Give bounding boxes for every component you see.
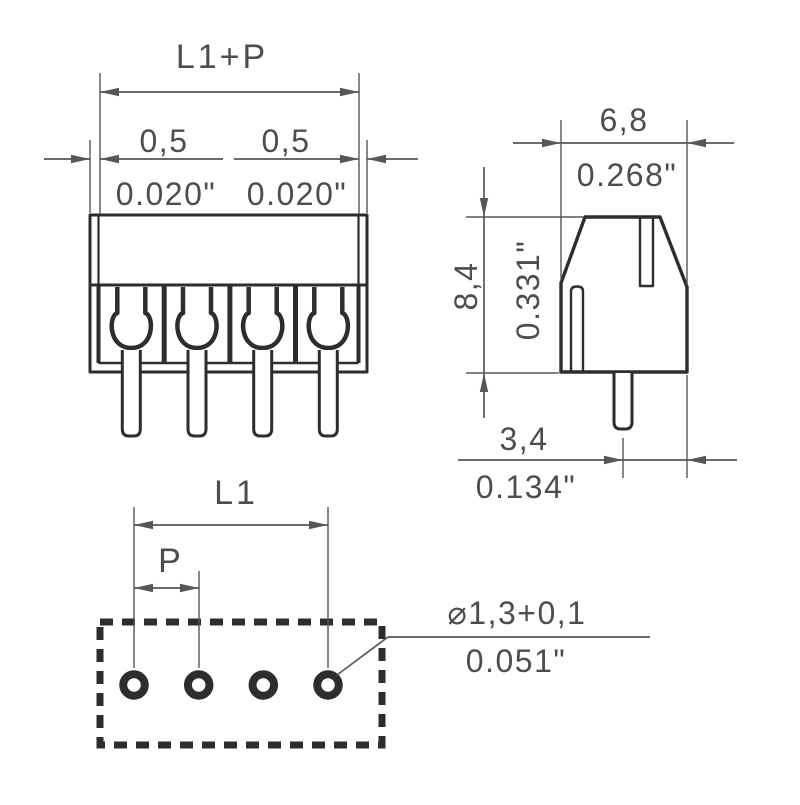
dim-width-6_8: 6,8 0.268"	[513, 102, 734, 285]
dim-label-inch: 0.331"	[510, 240, 546, 340]
arrowhead-icon	[71, 154, 90, 164]
arrowhead-icon	[542, 138, 561, 148]
arrowhead-right-icon	[309, 520, 328, 530]
side-body-outline	[559, 215, 689, 374]
front-solder-pins	[120, 350, 339, 438]
arrowhead-right-icon	[340, 87, 359, 97]
dim-pin-offset-3_4: 3,4 0.134"	[458, 375, 737, 505]
dim-label-mm: 8,4	[448, 262, 484, 311]
pin-1-fill	[122, 350, 141, 436]
dim-label-inch: 0.020"	[247, 176, 347, 212]
dim-p: P	[134, 542, 200, 668]
dim-height-8_4: 8,4 0.331"	[448, 167, 583, 418]
side-slot-top	[638, 218, 655, 288]
wire-clamp-1	[109, 287, 154, 351]
footprint-view: L1 P ⌀1,3+0,1 0.051"	[96, 474, 650, 749]
dim-label-l1p: L1+P	[176, 38, 268, 76]
dim-l1-plus-p: L1+P	[99, 38, 360, 214]
front-view: L1+P 0,5 0.020" 0,5 0.020"	[44, 38, 418, 438]
pin-4	[317, 350, 339, 438]
arrowhead-left-icon	[100, 87, 119, 97]
arrowhead-up-icon	[479, 373, 489, 392]
pin-4-fill	[319, 350, 338, 436]
side-slot-bottom	[569, 285, 585, 371]
arrowhead-icon	[100, 154, 119, 164]
dim-l1: L1	[133, 474, 329, 668]
dim-label-p: P	[158, 542, 184, 580]
wire-clamp-4	[306, 287, 351, 351]
arrowhead-down-icon	[479, 198, 489, 217]
drill-hole-4	[313, 670, 343, 700]
front-wire-clamps	[109, 287, 351, 351]
dim-label-mm: 6,8	[600, 102, 649, 138]
pin-1	[120, 350, 142, 438]
front-body-lower	[88, 285, 369, 374]
dim-wall-right-0_5: 0,5 0.020"	[234, 123, 418, 213]
arrowhead-right-icon	[180, 583, 199, 593]
footprint-outline	[96, 618, 386, 749]
side-body	[559, 215, 689, 431]
side-pin-fill	[614, 373, 632, 429]
pin-2	[186, 350, 208, 438]
arrowhead-icon	[367, 154, 386, 164]
hole-diameter-callout: ⌀1,3+0,1 0.051"	[336, 595, 650, 679]
arrowhead-icon	[687, 138, 706, 148]
hole-diameter-inch: 0.051"	[466, 643, 566, 679]
pin-3	[252, 350, 274, 438]
arrowhead-left-icon	[134, 520, 153, 530]
arrowhead-icon	[340, 154, 359, 164]
arrowhead-icon	[687, 455, 706, 465]
drill-hole-3	[248, 670, 279, 700]
dim-label-mm: 0,5	[140, 123, 189, 159]
hole-diameter-mm: ⌀1,3+0,1	[448, 595, 587, 631]
side-view: 6,8 0.268" 8,4 0.331" 3,4 0.134"	[448, 102, 737, 505]
pin-3-fill	[253, 350, 272, 436]
dim-label-inch: 0.134"	[476, 469, 576, 505]
dim-label-l1: L1	[214, 474, 258, 512]
footprint-holes	[119, 670, 343, 700]
dim-label-mm: 3,4	[500, 421, 549, 457]
dim-label-inch: 0.268"	[577, 157, 677, 193]
wire-clamp-2	[175, 287, 219, 351]
dim-wall-left-0_5: 0,5 0.020"	[44, 123, 223, 213]
side-pin	[612, 373, 634, 431]
arrowhead-icon	[604, 455, 623, 465]
drill-hole-2	[183, 670, 214, 700]
leader-line	[336, 636, 650, 676]
drill-hole-1	[119, 670, 149, 700]
front-body	[88, 213, 369, 374]
pin-2-fill	[188, 350, 206, 436]
arrowhead-left-icon	[134, 583, 153, 593]
front-body-top	[88, 213, 369, 287]
dim-label-mm: 0,5	[262, 123, 311, 159]
wire-clamp-3	[240, 287, 285, 351]
dim-label-inch: 0.020"	[116, 176, 216, 212]
